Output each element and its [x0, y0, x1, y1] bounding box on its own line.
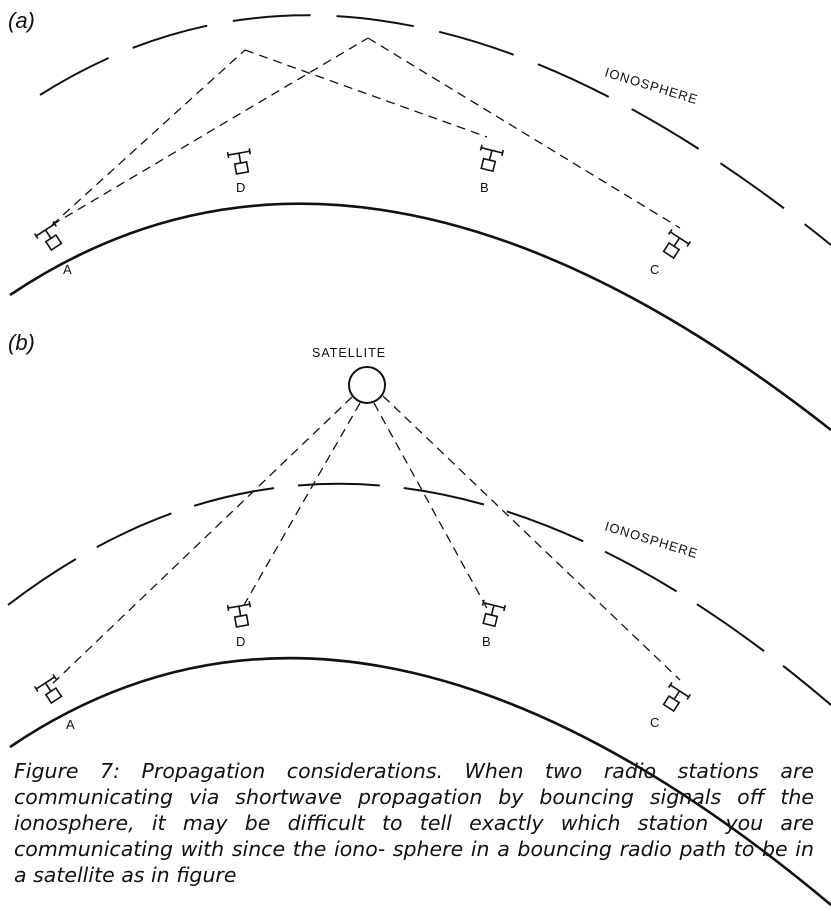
- station-label-c: C: [650, 715, 659, 730]
- earth-surface: [9, 202, 831, 432]
- antenna-mast: [44, 682, 52, 692]
- antenna-mast: [44, 229, 52, 239]
- station-label-d: D: [236, 634, 245, 649]
- station-box: [480, 157, 497, 173]
- antenna-end: [248, 601, 252, 608]
- panel-a: A D B C IONOSPHERE: [9, 14, 831, 432]
- antenna-mast: [673, 237, 681, 247]
- antenna-end: [481, 599, 485, 606]
- satellite: [348, 366, 386, 404]
- ionosphere-label: IONOSPHERE: [603, 65, 700, 108]
- station-label-b: B: [482, 634, 491, 649]
- antenna-mast: [490, 605, 495, 616]
- station-box: [233, 161, 250, 175]
- figure-caption: Figure 7: Propagation considerations. Wh…: [14, 759, 814, 887]
- station-label-c: C: [650, 262, 659, 277]
- antenna-bar: [35, 676, 56, 690]
- antenna-end: [226, 604, 230, 612]
- antenna-end: [248, 148, 252, 155]
- panel-b-label: (b): [8, 330, 35, 355]
- antenna-end: [33, 232, 39, 239]
- station-box: [662, 694, 681, 713]
- station-label-a: A: [66, 717, 75, 732]
- antenna-mast: [238, 606, 242, 617]
- signal-path-c: [382, 395, 681, 681]
- antenna-end: [479, 144, 483, 151]
- antenna-end: [52, 220, 57, 227]
- signal-path-a: [47, 396, 353, 689]
- antenna-bar: [35, 223, 56, 237]
- antenna-mast: [238, 153, 242, 164]
- antenna-bar: [481, 146, 503, 154]
- station-a: [33, 673, 63, 705]
- antenna-end: [226, 151, 230, 159]
- antenna-bar: [669, 231, 690, 245]
- antenna-end: [686, 693, 692, 700]
- antenna-end: [52, 673, 57, 680]
- antenna-bar: [227, 603, 250, 609]
- signal-paths: [47, 395, 681, 689]
- station-box: [662, 241, 681, 260]
- antenna-end: [33, 685, 39, 692]
- station-d: [226, 148, 252, 175]
- signal-paths: [51, 37, 681, 229]
- station-box: [44, 233, 63, 252]
- station-label-d: D: [236, 180, 245, 195]
- signal-path-b: [373, 402, 490, 613]
- antenna-end: [668, 228, 673, 235]
- ionosphere-label: IONOSPHERE: [603, 519, 700, 562]
- antenna-end: [503, 604, 507, 612]
- signal-path-c-down: [367, 37, 681, 229]
- station-b: [479, 144, 505, 173]
- station-c: [662, 228, 692, 260]
- station-box: [233, 614, 250, 628]
- station-c: [662, 681, 692, 713]
- antenna-bar: [483, 601, 505, 609]
- antenna-end: [668, 681, 673, 688]
- earth-surface: [9, 656, 831, 906]
- antenna-mast: [488, 150, 493, 161]
- ionosphere-arc: [7, 482, 831, 706]
- signal-path-b-down: [244, 49, 488, 138]
- signal-path-a-up-2: [51, 37, 369, 226]
- signal-path-d: [239, 402, 361, 613]
- antenna-bar: [227, 150, 250, 156]
- signal-path-a-up-1: [51, 49, 246, 226]
- station-d: [226, 601, 252, 628]
- antenna-mast: [673, 690, 681, 700]
- station-box: [44, 686, 63, 705]
- station-a: [33, 220, 63, 252]
- station-b: [481, 599, 507, 628]
- antenna-end: [501, 149, 505, 157]
- antenna-bar: [669, 684, 690, 698]
- antenna-end: [686, 240, 692, 247]
- ionosphere-arc: [39, 14, 831, 246]
- station-box: [482, 612, 499, 628]
- station-label-a: A: [63, 262, 72, 277]
- satellite-label: SATELLITE: [312, 346, 386, 360]
- station-label-b: B: [480, 180, 489, 195]
- panel-a-label: (a): [8, 8, 35, 33]
